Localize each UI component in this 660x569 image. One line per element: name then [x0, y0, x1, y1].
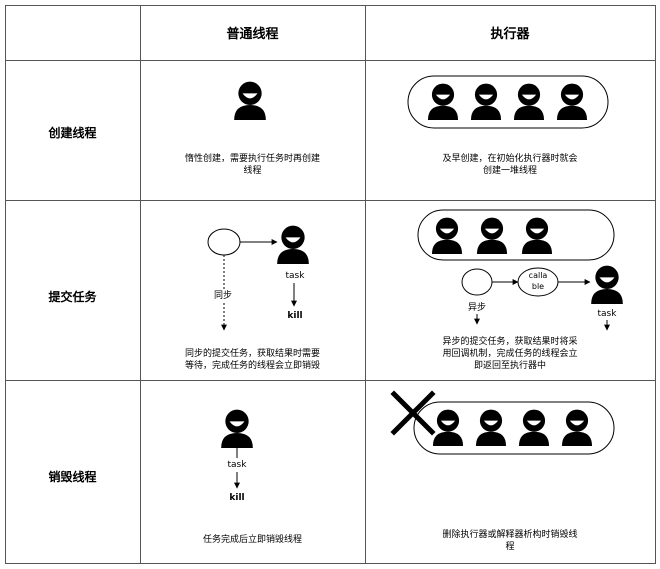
x-mark-icon: [390, 390, 436, 436]
thread-person-icon: [277, 225, 309, 264]
create-executor-desc-2: 创建一堆线程: [482, 166, 537, 176]
kill-label: kill: [287, 311, 303, 321]
create-normal-desc-1: 惰性创建，需要执行任务时再创建: [184, 154, 320, 164]
thread-person-icon: [234, 81, 266, 120]
destroy-kill-label: kill: [229, 493, 245, 503]
pool-person-icon: [432, 409, 464, 446]
pool-person-icon: [513, 83, 545, 120]
submit-executor-desc-1: 异步的提交任务，获取结果时将采: [442, 337, 578, 347]
submit-executor-desc-3: 即返回至执行器中: [473, 361, 546, 371]
exec-task-label: task: [597, 309, 617, 319]
async-label: 异步: [467, 303, 486, 313]
pool-person-icon: [431, 217, 463, 254]
pool-person-icon: [561, 409, 593, 446]
callable-label-1: calla: [528, 271, 548, 280]
table-grid: [5, 5, 656, 564]
submit-normal-desc-2: 等待，完成任务的线程会立即销毁: [184, 361, 320, 371]
header-executor: 执行器: [490, 27, 530, 42]
pool-person-icon: [521, 217, 553, 254]
pool-person-icon: [475, 409, 507, 446]
executor-pool-box: [417, 209, 615, 261]
destroy-normal-desc: 任务完成后立即销毁线程: [202, 535, 302, 545]
pool-person-icon: [556, 83, 588, 120]
task-node: [207, 228, 241, 256]
create-normal-desc-2: 线程: [243, 166, 262, 176]
submit-executor-desc-2: 用回调机制，完成任务的线程会立: [442, 349, 578, 359]
executor-pool-box: [413, 401, 615, 455]
pool-person-icon: [427, 83, 459, 120]
sync-label: 同步: [198, 290, 248, 302]
row-label-submit: 提交任务: [48, 290, 97, 304]
destroy-executor-desc-2: 程: [505, 542, 515, 552]
async-task-node: [461, 268, 493, 296]
row-label-destroy: 销毁线程: [48, 470, 97, 484]
callable-label-2: ble: [531, 282, 545, 291]
pool-person-icon: [470, 83, 502, 120]
destroy-executor-desc-1: 删除执行器或解释器析构时销毁线: [442, 530, 578, 540]
pool-person-icon: [518, 409, 550, 446]
task-label: task: [285, 271, 305, 281]
executor-pool-box: [407, 75, 609, 129]
thread-person-icon: [591, 265, 623, 304]
submit-normal-desc-1: 同步的提交任务，获取结果时需要: [184, 349, 320, 359]
create-executor-desc-1: 及早创建，在初始化执行器时就会: [442, 154, 578, 164]
pool-person-icon: [476, 217, 508, 254]
destroy-task-label: task: [227, 460, 247, 470]
row-label-create: 创建线程: [48, 126, 97, 140]
header-normal-thread: 普通线程: [226, 27, 279, 42]
thread-person-icon: [221, 409, 253, 448]
